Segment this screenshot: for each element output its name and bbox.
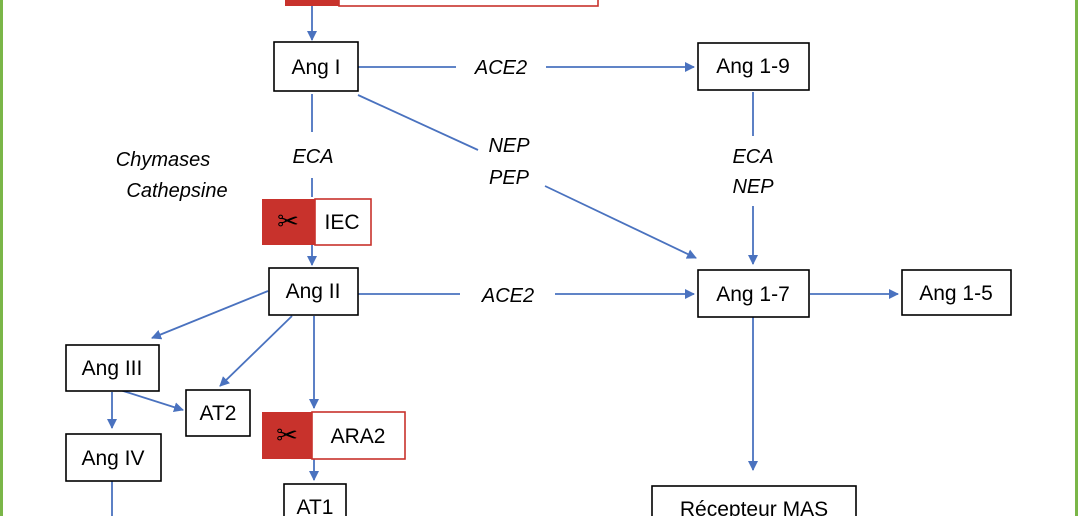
edge-ang2-to-at2 <box>219 315 293 387</box>
node-ang1: Ang I <box>273 41 359 92</box>
node-ang17-label: Ang 1-7 <box>716 283 790 306</box>
scissors-icon: ✂ <box>277 207 299 237</box>
inhibitor-ara2: ✂ ARA2 <box>262 411 406 460</box>
node-ang1-label: Ang I <box>291 56 340 79</box>
node-mas: Récepteur MAS <box>651 485 857 516</box>
label-pep: PEP <box>489 167 530 189</box>
node-mas-label: Récepteur MAS <box>680 498 828 516</box>
edge-ang2-to-ang3 <box>151 290 269 340</box>
label-eca-right: ECA <box>732 146 773 168</box>
node-ang15: Ang 1-5 <box>901 269 1012 316</box>
inhibitor-iec-label: IEC <box>324 211 359 234</box>
label-eca-left: ECA <box>292 146 333 168</box>
edges <box>107 6 899 516</box>
node-ang17: Ang 1-7 <box>697 269 810 318</box>
edge-ang1-to-ang17 <box>544 185 697 259</box>
label-ace2-top: ACE2 <box>474 57 527 79</box>
node-ang4-label: Ang IV <box>81 447 144 470</box>
node-at2: AT2 <box>185 389 251 437</box>
label-cathepsine: Cathepsine <box>126 180 227 202</box>
edge-ang1-nep-top <box>357 94 479 151</box>
node-ang19: Ang 1-9 <box>697 42 810 91</box>
node-ang2: Ang II <box>268 267 359 316</box>
node-at1: AT1 <box>283 483 347 516</box>
label-ace2-mid: ACE2 <box>481 285 534 307</box>
node-ang15-label: Ang 1-5 <box>919 282 993 305</box>
node-ang19-label: Ang 1-9 <box>716 55 790 78</box>
inhibitor-iec: ✂ IEC <box>262 198 372 246</box>
node-at1-label: AT1 <box>297 496 334 516</box>
node-ang3-label: Ang III <box>82 357 143 380</box>
node-ang4: Ang IV <box>65 433 162 482</box>
label-nep-right: NEP <box>732 176 774 198</box>
top-inhibitor-box <box>285 0 599 7</box>
edge-ang3-to-at2 <box>119 389 184 413</box>
node-ang3: Ang III <box>65 344 160 392</box>
node-at2-label: AT2 <box>200 402 237 425</box>
node-ang2-label: Ang II <box>286 280 341 303</box>
scissors-icon: ✂ <box>276 421 298 451</box>
label-nep: NEP <box>488 135 530 157</box>
label-chymases: Chymases <box>116 149 210 171</box>
inhibitor-ara2-label: ARA2 <box>331 425 386 448</box>
